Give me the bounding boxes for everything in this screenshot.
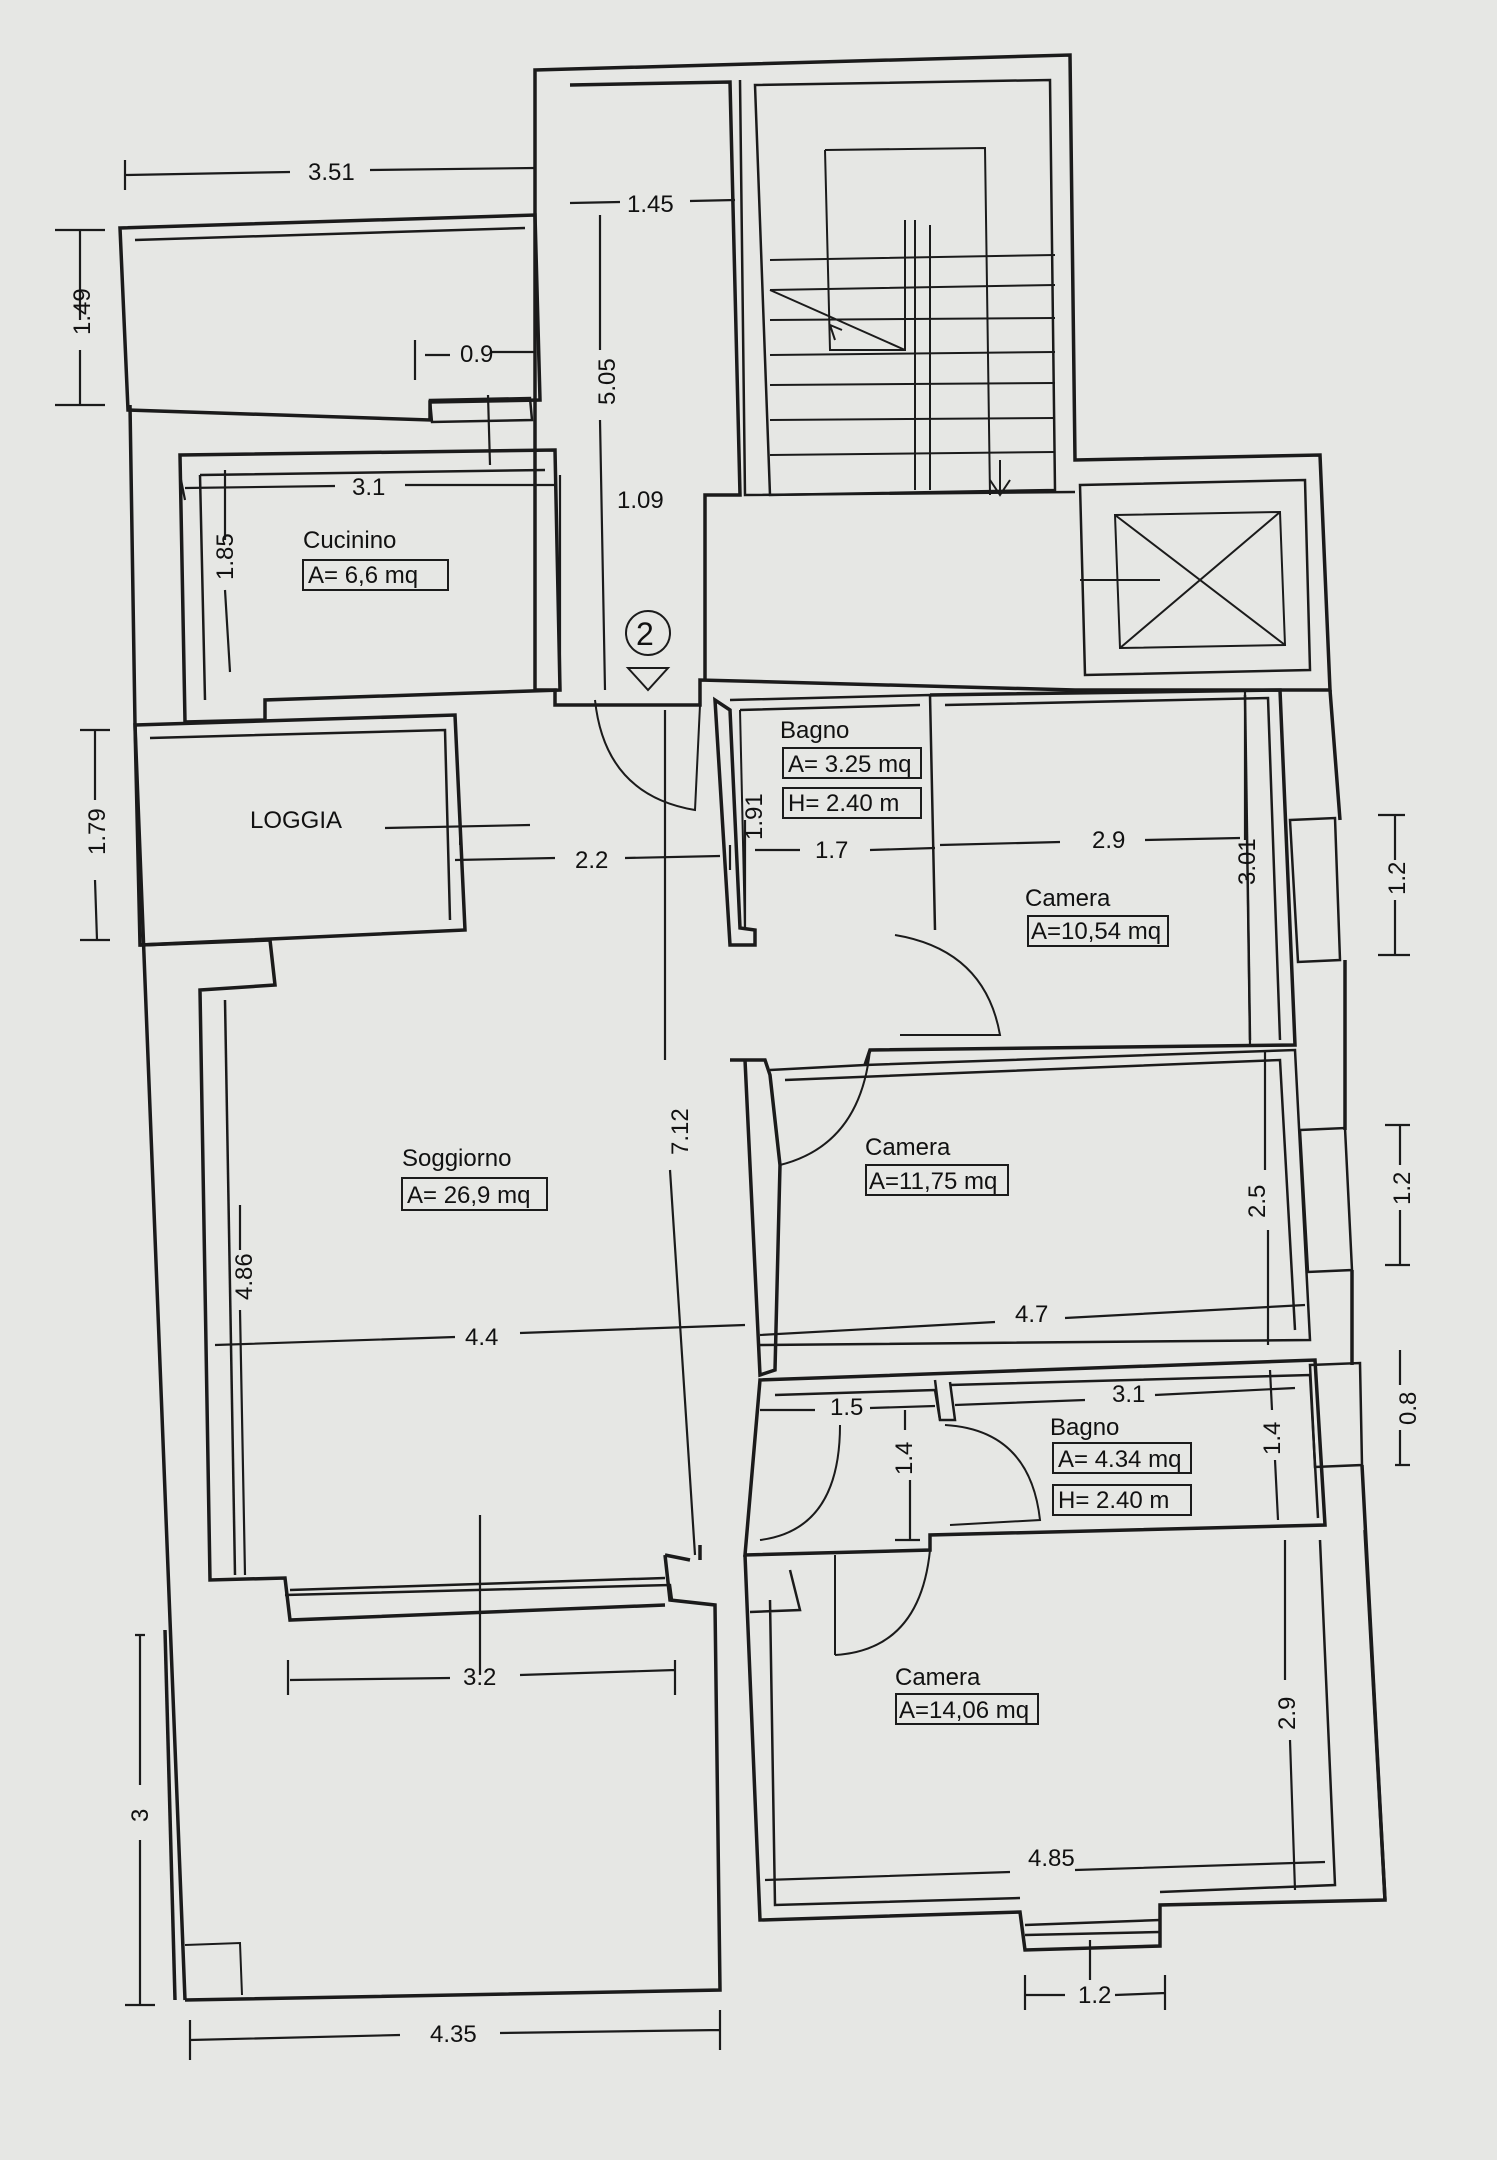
dim-2-9-bottom: 2.9 (1274, 1697, 1301, 1730)
dim-1-49: 1.49 (69, 288, 96, 335)
dim-0-8: 0.8 (1395, 1392, 1422, 1425)
room-area: A= 6,6 mq (308, 562, 418, 589)
dim-1-91: 1.91 (741, 793, 768, 840)
room-area: A=14,06 mq (899, 1697, 1029, 1724)
dim-2-2: 2.2 (575, 847, 608, 874)
dim-1-2-mid: 1.2 (1389, 1172, 1416, 1205)
room-label-bagno-2: Bagno A= 4.34 mq H= 2.40 m (1050, 1414, 1192, 1516)
dim-3-1-kitchen: 3.1 (352, 474, 385, 501)
dim-3: 3 (127, 1809, 154, 1822)
dim-3-51: 3.51 (308, 159, 355, 186)
room-area: A= 26,9 mq (407, 1182, 530, 1209)
room-label-camera-3: Camera A=14,06 mq (895, 1664, 1039, 1725)
room-label-cucinino: Cucinino A= 6,6 mq (302, 527, 449, 591)
dim-1-85: 1.85 (212, 533, 239, 580)
entrance-number: 2 (636, 616, 654, 652)
dim-1-5: 1.5 (830, 1394, 863, 1421)
room-name: Camera (895, 1664, 981, 1691)
dim-2-9-camera: 2.9 (1092, 827, 1125, 854)
dim-3-2: 3.2 (463, 1664, 496, 1691)
dim-1-45: 1.45 (627, 191, 674, 218)
dim-4-7: 4.7 (1015, 1301, 1048, 1328)
dim-1-09: 1.09 (617, 487, 664, 514)
room-area: A=11,75 mq (869, 1168, 997, 1195)
door-entrance (594, 699, 701, 812)
room-name: Camera (1025, 885, 1111, 912)
room-name: Camera (865, 1134, 951, 1161)
room-name: Bagno (780, 717, 849, 744)
dim-1-4-right: 1.4 (1259, 1422, 1286, 1455)
dimension-lines (55, 160, 1410, 2060)
room-name: Soggiorno (402, 1145, 511, 1172)
dim-1-2-bottom: 1.2 (1078, 1982, 1111, 2009)
dim-2-5: 2.5 (1244, 1185, 1271, 1218)
dim-3-01: 3.01 (1234, 838, 1261, 885)
dim-4-35: 4.35 (430, 2021, 477, 2048)
room-label-soggiorno: Soggiorno A= 26,9 mq (401, 1145, 548, 1211)
room-name: LOGGIA (250, 807, 342, 834)
dim-4-86: 4.86 (231, 1253, 258, 1300)
dim-1-2-top: 1.2 (1384, 862, 1411, 895)
dim-1-4-left: 1.4 (891, 1442, 918, 1475)
dim-0-9: 0.9 (460, 341, 493, 368)
walls (118, 53, 1387, 2002)
entrance-circle (625, 610, 671, 656)
room-label-camera-2: Camera A=11,75 mq (865, 1134, 1009, 1196)
room-label-camera-1: Camera A=10,54 mq (1025, 885, 1169, 947)
room-name: Cucinino (303, 527, 396, 554)
room-area: A= 3.25 mq (788, 751, 911, 778)
dim-5-05: 5.05 (594, 358, 621, 405)
dim-1-7: 1.7 (815, 837, 848, 864)
room-height: H= 2.40 m (788, 790, 899, 817)
room-height: H= 2.40 m (1058, 1487, 1169, 1514)
door-corridor (759, 1424, 841, 1541)
door-camera-1 (894, 934, 1002, 1036)
door-camera-3 (834, 1549, 931, 1656)
room-label-bagno-1: Bagno A= 3.25 mq H= 2.40 m (780, 717, 922, 819)
room-area: A= 4.34 mq (1058, 1446, 1181, 1473)
room-area: A=10,54 mq (1031, 918, 1161, 945)
dimension-labels: 3.51 1.45 1.49 0.9 5.05 3.1 1.09 1.85 1.… (69, 159, 1422, 2048)
entrance-triangle (625, 667, 671, 692)
room-name: Bagno (1050, 1414, 1119, 1441)
room-label-loggia: LOGGIA (250, 807, 342, 834)
dim-7-12: 7.12 (667, 1108, 694, 1155)
dim-1-79: 1.79 (84, 808, 111, 855)
dim-4-4: 4.4 (465, 1324, 498, 1351)
door-bagno-2 (944, 1424, 1042, 1526)
stair-steps (769, 220, 1056, 490)
dim-3-1-bath: 3.1 (1112, 1381, 1145, 1408)
dim-4-85: 4.85 (1028, 1845, 1075, 1872)
door-camera-2 (779, 1049, 871, 1166)
